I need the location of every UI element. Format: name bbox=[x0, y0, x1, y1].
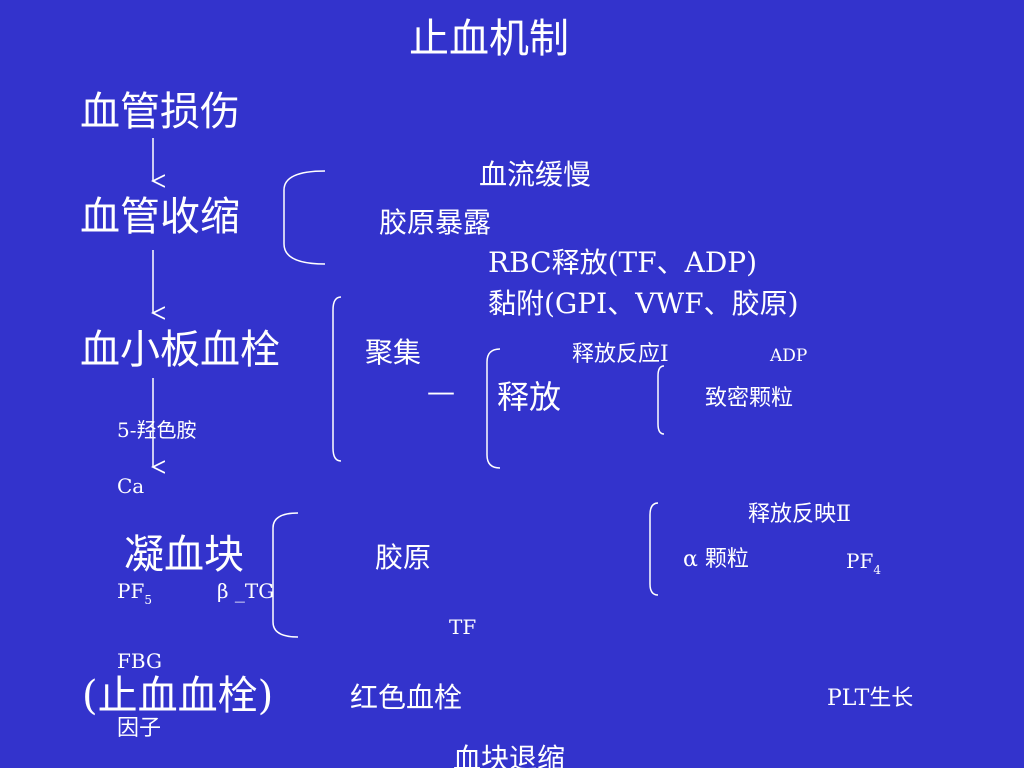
label-plt-growth: PLT生长 bbox=[827, 686, 914, 711]
step-vascular-constriction: 血管收缩 bbox=[80, 194, 240, 240]
label-release-reaction-1: 释放反应Ⅰ bbox=[572, 342, 669, 367]
brace-constriction bbox=[283, 170, 326, 265]
step-platelet-plug: 血小板血栓 bbox=[80, 327, 280, 373]
label-adhesion: 黏附(GPI、VWF、胶原) bbox=[488, 287, 799, 320]
label-dense-granules: 致密颗粒 bbox=[705, 386, 794, 411]
pf5-subscript: 5 bbox=[144, 593, 152, 607]
brace-platelet bbox=[332, 296, 342, 462]
label-tf: TF bbox=[449, 615, 477, 639]
label-dash: — bbox=[427, 375, 455, 408]
brace-clot bbox=[272, 512, 299, 638]
brace-release-reaction-1 bbox=[657, 365, 665, 435]
pf5-text: PF bbox=[117, 579, 145, 603]
pf4-text: PF bbox=[846, 549, 874, 573]
label-fbg: FBG bbox=[117, 649, 162, 673]
label-collagen: 胶原 bbox=[375, 541, 432, 574]
brace-release bbox=[486, 348, 501, 469]
label-aggregation: 聚集 bbox=[365, 336, 422, 369]
label-slow-blood-flow: 血流缓慢 bbox=[479, 158, 592, 191]
label-collagen-exposure: 胶原暴露 bbox=[379, 206, 492, 239]
label-serotonin: 5-羟色胺 bbox=[117, 418, 197, 442]
label-red-thrombus: 红色血栓 bbox=[350, 681, 463, 714]
label-beta-tg: β _TG bbox=[217, 579, 275, 603]
step-clot: 凝血块 bbox=[124, 532, 244, 578]
label-release-reaction-2: 释放反映Ⅱ bbox=[748, 502, 851, 527]
label-clot-retraction: 血块退缩 bbox=[453, 742, 566, 768]
label-pf4: PF4 bbox=[846, 549, 881, 576]
label-factor: 因子 bbox=[117, 716, 162, 741]
label-rbc-release: RBC释放(TF、ADP) bbox=[488, 246, 758, 279]
label-pf5: PF5 bbox=[117, 579, 152, 606]
page-title: 止血机制 bbox=[409, 16, 569, 62]
label-alpha-granules: α 颗粒 bbox=[683, 547, 749, 572]
label-ca: Ca bbox=[117, 474, 145, 498]
label-release: 释放 bbox=[497, 378, 562, 416]
brace-release-reaction-2 bbox=[649, 502, 659, 596]
label-adp: ADP bbox=[770, 346, 808, 366]
step-vascular-injury: 血管损伤 bbox=[80, 89, 240, 135]
step-hemostatic-plug: (止血血栓) bbox=[82, 673, 274, 719]
pf4-subscript: 4 bbox=[873, 563, 881, 577]
